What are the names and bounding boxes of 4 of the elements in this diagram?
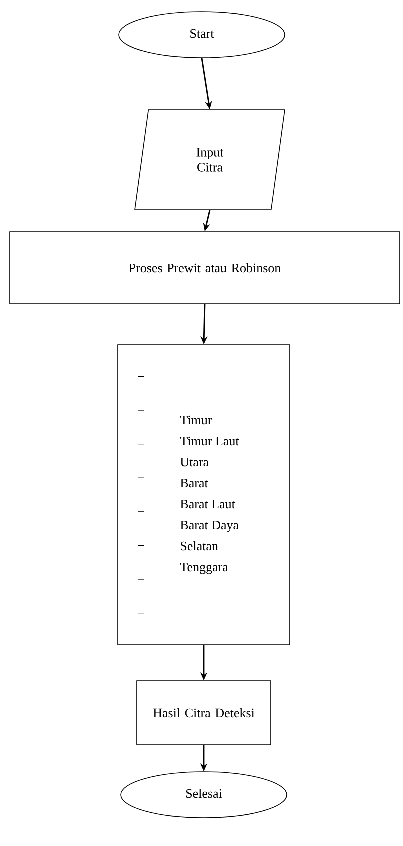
process-box: Hasil Citra Deteksi [136,680,272,746]
list-box: Timur Timur Laut Utara Barat Barat Laut Barat Daya Selatan Tenggara [118,344,290,646]
input-parallelogram: Input Citra [134,110,286,210]
process-box: Proses Prewit atau Robinson [10,232,400,304]
